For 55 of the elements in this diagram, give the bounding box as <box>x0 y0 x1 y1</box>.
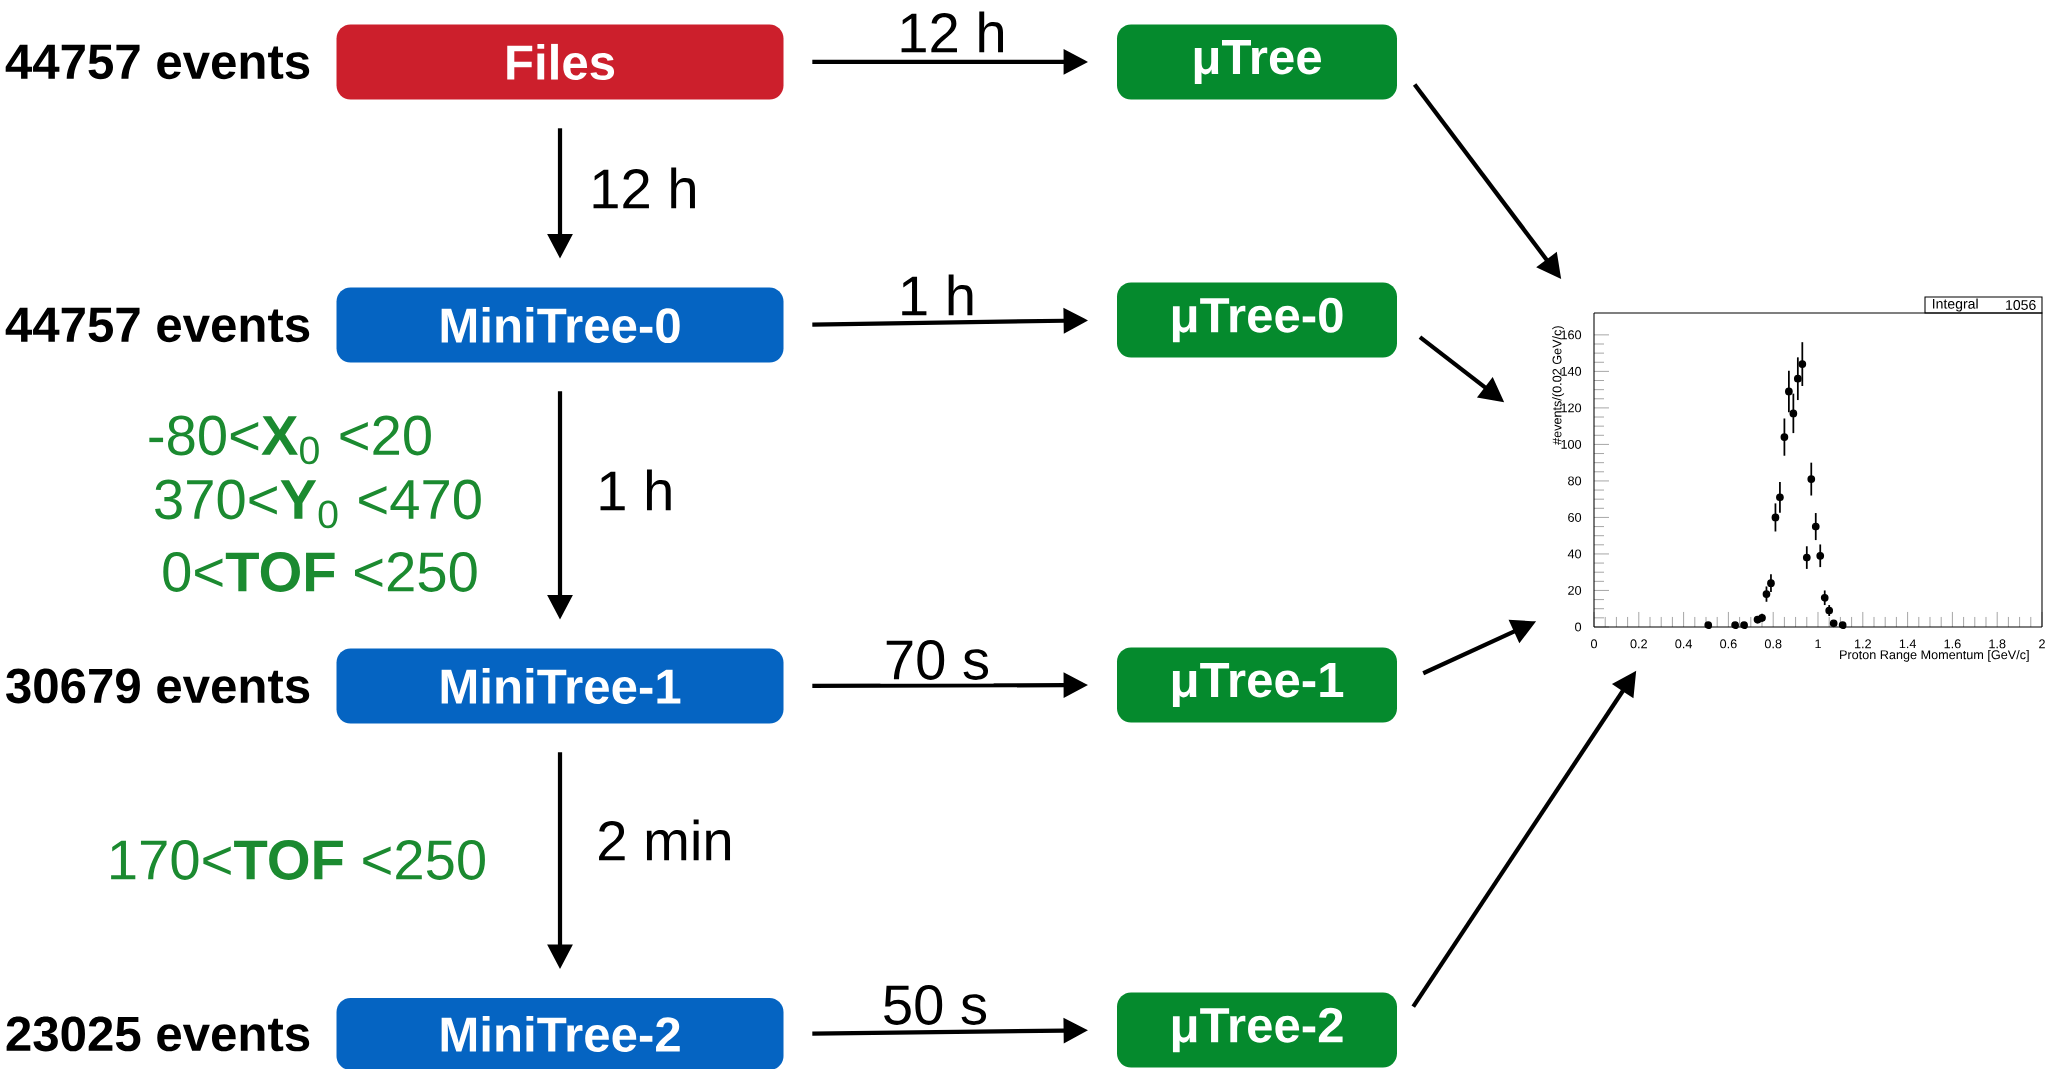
y-tick-label: 60 <box>1568 512 1582 522</box>
point <box>1798 360 1807 368</box>
point <box>1789 409 1798 418</box>
event-count: 30679 events <box>6 668 310 704</box>
x-tick-label: 0.6 <box>1720 639 1737 649</box>
point <box>1762 590 1771 598</box>
point <box>1802 553 1811 562</box>
cut-label: -80<X$_{0}$ <20 <box>149 415 431 465</box>
point <box>1780 433 1789 441</box>
x-tick-label: 0.2 <box>1630 639 1647 649</box>
process-box: μTree-0 <box>1117 282 1397 358</box>
edge-label: 1 h <box>894 271 980 319</box>
process-box: μTree-1 <box>1117 647 1397 723</box>
edge-label: 2 min <box>592 816 738 864</box>
process-box: MiniTree-1 <box>336 648 784 724</box>
y-tick-label: 20 <box>1568 585 1582 595</box>
process-box: MiniTree-2 <box>336 998 784 1069</box>
point <box>1793 374 1802 383</box>
point <box>1811 522 1820 531</box>
x-tick-label: 1 <box>1815 639 1821 649</box>
edge-label: 12 h <box>585 164 703 212</box>
x-tick-label: 1.6 <box>1944 639 1961 649</box>
edge-label: 70 s <box>880 636 994 684</box>
x-tick-label: 1.4 <box>1899 639 1917 649</box>
point <box>1785 387 1793 396</box>
event-count: 23025 events <box>6 1016 310 1052</box>
x-tick-label: 0.8 <box>1764 639 1782 649</box>
y-tick-label: 80 <box>1568 476 1582 486</box>
event-count: 44757 events <box>5 307 310 343</box>
point <box>1776 493 1784 502</box>
process-box: MiniTree-0 <box>336 287 784 363</box>
edge-label: 1 h <box>592 466 678 514</box>
stats-box: Integral 1056 <box>1924 296 2043 314</box>
y-tick-label: 40 <box>1567 549 1582 559</box>
point <box>1771 513 1780 522</box>
point <box>1816 551 1825 560</box>
point <box>1807 475 1816 483</box>
x-axis-title: Proton Range Momentum [GeV/c] <box>1840 649 2029 662</box>
y-tick-label: 0 <box>1575 622 1582 632</box>
point <box>1820 593 1829 602</box>
x-tick-label: 0 <box>1590 639 1598 649</box>
edge-label: 50 s <box>878 981 992 1029</box>
process-box: μTree <box>1117 24 1397 100</box>
process-box: μTree-2 <box>1117 992 1397 1068</box>
process-box: Files <box>336 24 784 100</box>
x-tick-label: 2 <box>2039 639 2045 649</box>
edge-label: 12 h <box>893 8 1011 56</box>
cut-label: 0<TOF <250 <box>163 552 477 592</box>
x-tick-label: 1.2 <box>1855 639 1871 649</box>
x-tick-label: 0.4 <box>1675 639 1693 649</box>
x-tick-label: 1.8 <box>1989 639 2006 649</box>
cut-label: 170<TOF <250 <box>111 840 485 880</box>
cut-label: 370<Y$_{0}$ <470 <box>155 479 481 529</box>
point <box>1767 579 1775 588</box>
event-count: 44757 events <box>5 44 310 80</box>
